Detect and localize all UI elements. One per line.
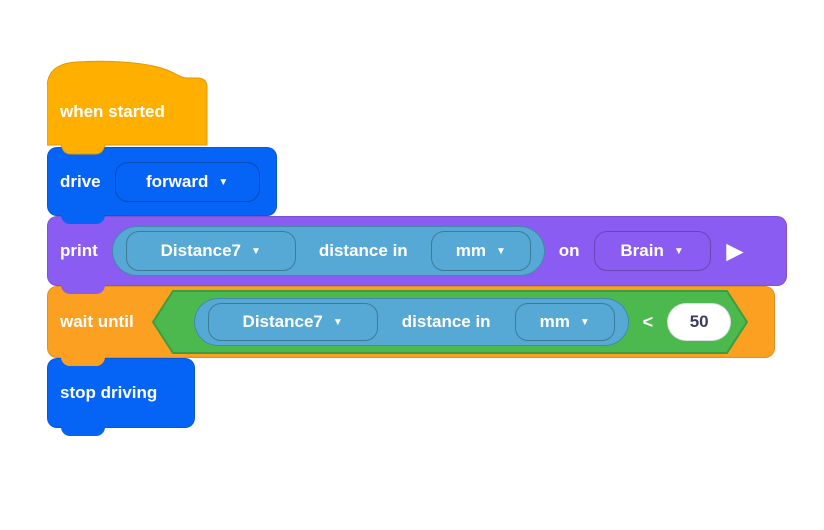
dropdown-arrow-icon: ▼ [332,317,343,328]
distance-device-dropdown[interactable]: Distance7 ▼ [207,303,378,341]
wait-until-label: wait until [60,312,134,331]
distance-reporter-block[interactable]: Distance7 ▼ distance in mm ▼ [193,298,629,346]
distance-property-label: distance in [401,312,491,331]
hat-block-shape [46,60,208,155]
block-bump [61,426,105,436]
compare-value: 50 [689,312,709,331]
block-print[interactable]: print Distance7 ▼ distance in mm ▼ on Br… [47,216,787,294]
distance-unit-value: mm [539,312,570,331]
block-wait-until[interactable]: wait until Distance7 ▼ distance in mm ▼ … [47,286,775,366]
print-device-value: Brain [620,241,664,260]
distance-device-value: Distance7 [242,312,323,331]
compare-value-input[interactable]: 50 [667,303,732,341]
block-bump [61,214,105,224]
block-drive[interactable]: drive forward ▼ [47,147,277,224]
print-label: print [60,241,98,260]
drive-label: drive [60,171,101,191]
distance-reporter-block[interactable]: Distance7 ▼ distance in mm ▼ [111,226,545,276]
distance-device-value: Distance7 [160,241,241,260]
distance-device-dropdown[interactable]: Distance7 ▼ [125,231,296,271]
less-than-operator: < [642,311,654,332]
drive-direction-dropdown[interactable]: forward ▼ [114,161,260,202]
distance-property-label: distance in [318,241,408,260]
dropdown-arrow-icon: ▼ [250,246,261,257]
stop-driving-label: stop driving [60,383,158,402]
dropdown-arrow-icon: ▼ [218,176,229,188]
print-device-dropdown[interactable]: Brain ▼ [593,231,711,271]
distance-unit-value: mm [455,241,486,260]
dropdown-arrow-icon: ▼ [579,317,590,328]
when-started-label: when started [60,102,165,121]
block-stop-driving[interactable]: stop driving [47,358,195,436]
distance-unit-dropdown[interactable]: mm ▼ [514,303,615,341]
block-when-started[interactable]: when started [46,60,211,156]
dropdown-arrow-icon: ▼ [495,246,506,257]
drive-direction-value: forward [146,171,209,191]
comparison-boolean-block[interactable]: Distance7 ▼ distance in mm ▼ < 50 [151,289,748,355]
block-bump [61,356,105,366]
expand-arrow-icon[interactable]: ▶ [726,239,743,263]
distance-unit-dropdown[interactable]: mm ▼ [430,231,531,271]
block-bump [61,284,105,294]
dropdown-arrow-icon: ▼ [673,246,684,257]
print-on-label: on [558,241,580,260]
